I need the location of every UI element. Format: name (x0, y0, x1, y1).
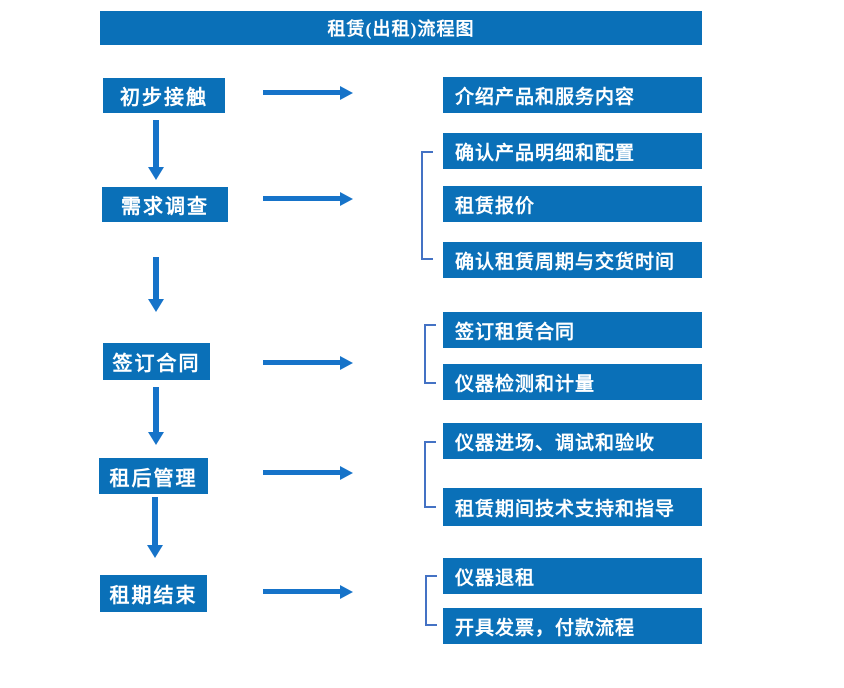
arrow-head-icon (340, 192, 353, 206)
group-bracket-post-rental-details (424, 441, 436, 508)
arrow-shaft (153, 257, 159, 299)
arrow-head-icon (147, 545, 163, 558)
detail-box-confirm-rental-period-delivery: 确认租赁周期与交货时间 (443, 242, 702, 278)
arrow-head-icon (340, 86, 353, 100)
arrow-head-icon (340, 466, 353, 480)
group-bracket-sign-contract-details (424, 324, 436, 384)
stage-box-demand-survey: 需求调查 (102, 187, 228, 222)
arrow-head-icon (340, 356, 353, 370)
arrow-shaft (263, 90, 341, 95)
stage-box-rental-end: 租期结束 (100, 575, 207, 612)
arrow-head-icon (148, 167, 164, 180)
arrow-shaft (263, 360, 341, 365)
detail-box-rental-quotation: 租赁报价 (443, 186, 702, 222)
detail-box-instrument-setup-acceptance: 仪器进场、调试和验收 (443, 423, 702, 459)
detail-box-instrument-testing-metering: 仪器检测和计量 (443, 364, 702, 400)
flowchart-title: 租赁(出租)流程图 (100, 11, 702, 45)
detail-box-sign-rental-contract: 签订租赁合同 (443, 312, 702, 348)
arrow-head-icon (340, 585, 353, 599)
arrow-shaft (263, 589, 341, 594)
arrow-shaft (263, 196, 341, 201)
stage-box-post-rental-management: 租后管理 (99, 458, 208, 494)
detail-box-introduce-products-services: 介绍产品和服务内容 (443, 77, 702, 113)
stage-box-initial-contact: 初步接触 (103, 78, 225, 113)
arrow-shaft (153, 120, 159, 167)
arrow-shaft (153, 387, 159, 432)
detail-box-confirm-product-configuration: 确认产品明细和配置 (443, 133, 702, 169)
group-bracket-rental-end-details (425, 575, 437, 626)
detail-box-technical-support-guidance: 租赁期间技术支持和指导 (443, 488, 702, 526)
arrow-shaft (263, 470, 341, 475)
group-bracket-demand-survey-details (421, 151, 433, 260)
detail-box-invoice-payment-process: 开具发票，付款流程 (443, 608, 702, 644)
arrow-head-icon (148, 299, 164, 312)
stage-box-sign-contract: 签订合同 (103, 343, 210, 380)
arrow-head-icon (148, 432, 164, 445)
arrow-shaft (152, 497, 158, 545)
detail-box-instrument-return: 仪器退租 (443, 558, 702, 594)
